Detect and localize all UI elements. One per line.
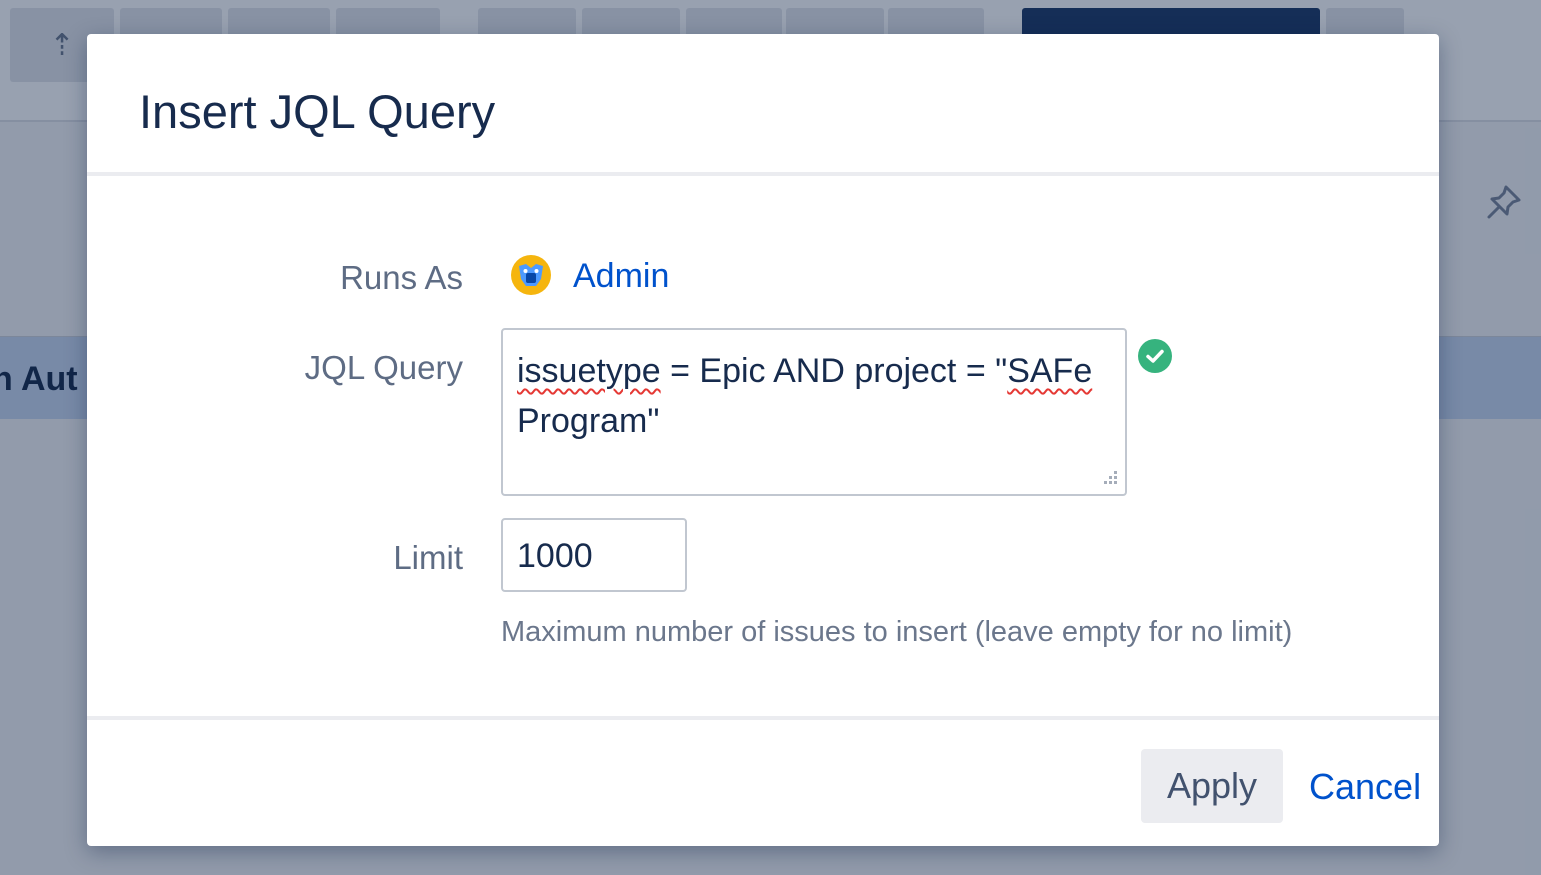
jql-query-label: JQL Query (304, 349, 463, 386)
background-row-text: n Aut (0, 360, 78, 398)
arrow-up-icon: ⇡ (49, 29, 75, 62)
jql-query-textarea[interactable]: issuetype = Epic AND project = "SAFe Pro… (501, 328, 1127, 496)
dialog-footer: Apply Cancel (87, 716, 1439, 850)
runs-as-user-link[interactable]: Admin (573, 257, 670, 295)
jql-text-segment-misspelled: issuetype (517, 352, 661, 390)
jql-text-segment-misspelled: SAFe (1007, 352, 1093, 390)
limit-input[interactable]: 1000 (501, 518, 687, 592)
dialog-header: Insert JQL Query (87, 34, 1439, 176)
user-avatar (511, 255, 551, 295)
jql-query-text[interactable]: issuetype = Epic AND project = "SAFe Pro… (517, 346, 1117, 446)
limit-value: 1000 (517, 537, 593, 575)
insert-jql-dialog: Insert JQL Query Runs As Admin JQL Query… (87, 34, 1439, 846)
jql-text-segment: Program" (517, 352, 1102, 440)
resize-grip-icon[interactable] (1101, 470, 1119, 488)
dialog-title: Insert JQL Query (139, 85, 496, 138)
limit-label: Limit (393, 539, 463, 576)
jql-text-segment: = Epic AND project = " (660, 352, 1008, 390)
runs-as-label: Runs As (340, 259, 463, 296)
pin-icon[interactable] (1484, 182, 1524, 222)
limit-help-text: Maximum number of issues to insert (leav… (501, 616, 1293, 648)
cancel-link[interactable]: Cancel (1309, 766, 1422, 807)
checkmark-valid-icon (1138, 339, 1172, 373)
apply-button[interactable]: Apply (1141, 749, 1283, 823)
